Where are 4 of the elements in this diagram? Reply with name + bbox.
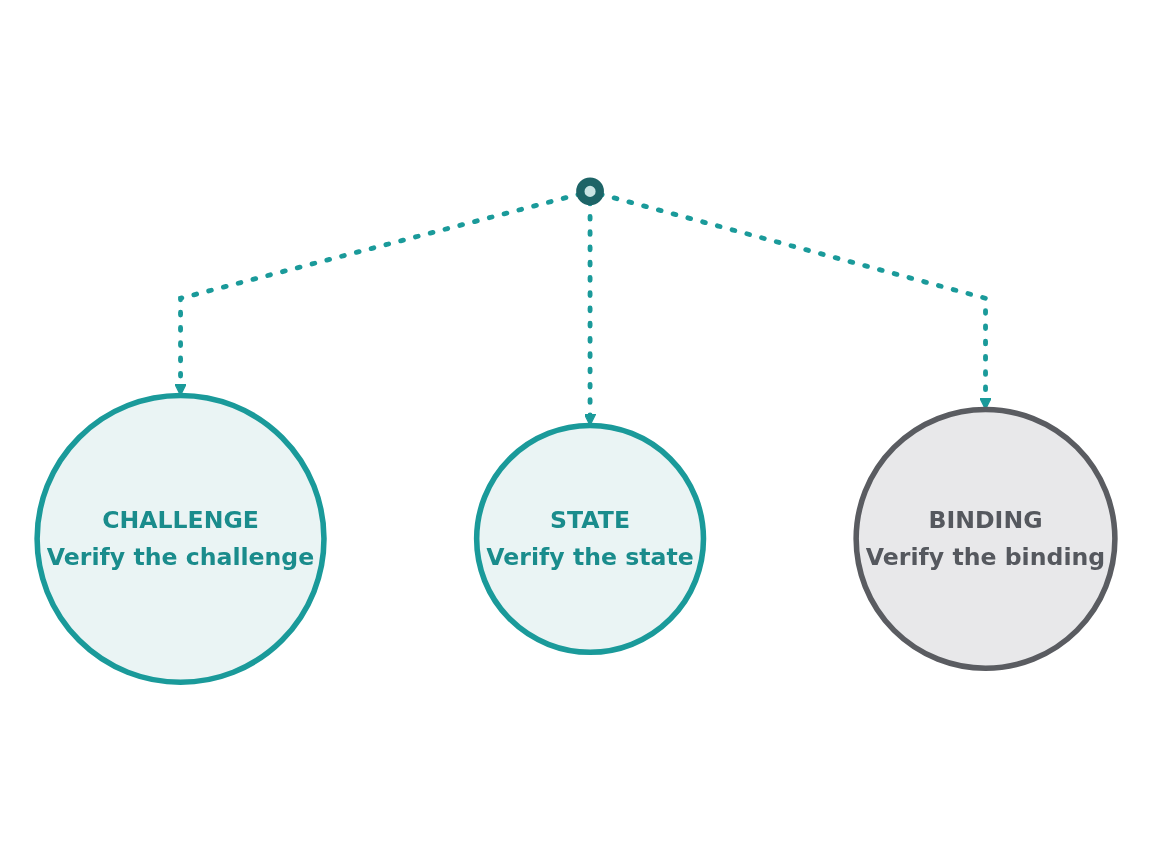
node-circle: STATE Verify the state — [473, 422, 707, 656]
node-circle: BINDING Verify the binding — [853, 406, 1118, 672]
node-circle: CHALLENGE Verify the challenge — [34, 392, 327, 686]
node-circle — [576, 177, 604, 206]
